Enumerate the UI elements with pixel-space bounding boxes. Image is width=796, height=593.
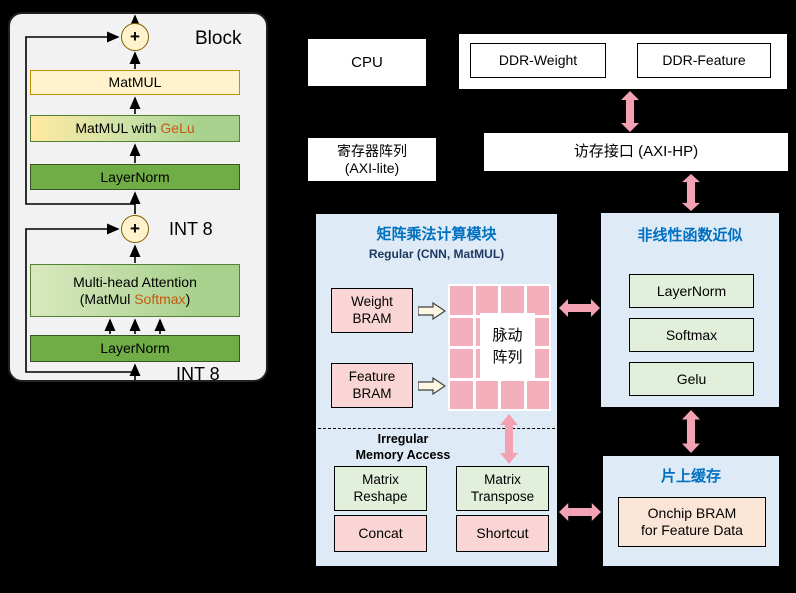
matrix-transpose-label-line1: Matrix xyxy=(484,472,521,488)
residual-add-mid: + xyxy=(121,215,149,243)
matmul-gelu-label: MatMUL with GeLu xyxy=(75,120,195,137)
feature-bram-arrow-icon xyxy=(417,376,447,400)
layernorm-lower-box: LayerNorm xyxy=(30,335,240,362)
gelu-unit-box: Gelu xyxy=(629,362,754,396)
feature-bram-label-line2: BRAM xyxy=(352,385,392,401)
irregular-label-line2: Memory Access xyxy=(355,447,451,462)
matmul-module: 矩阵乘法计算模块 Regular (CNN, MatMUL) Weight BR… xyxy=(315,213,558,567)
weight-bram-box: Weight BRAM xyxy=(331,288,413,333)
register-array-label-line2: (AXI-lite) xyxy=(344,159,400,176)
register-array-label-line1: 寄存器阵列 xyxy=(337,142,407,159)
weight-bram-label-line1: Weight xyxy=(351,294,393,310)
cpu-box: CPU xyxy=(307,38,427,87)
ddr-weight-box: DDR-Weight xyxy=(470,43,606,78)
feature-bram-label-line1: Feature xyxy=(348,369,396,385)
mha-label-line2: (MatMul Softmax) xyxy=(79,290,191,307)
matmul-box: MatMUL xyxy=(30,70,240,95)
matmul-gelu-box: MatMUL with GeLu xyxy=(30,115,240,142)
block-title: Block xyxy=(195,28,242,49)
softmax-unit-box: Softmax xyxy=(629,318,754,352)
int8-label-bottom: INT 8 xyxy=(176,364,220,384)
onchip-bram-label-line2: for Feature Data xyxy=(641,522,743,538)
onchip-bram-label-line1: Onchip BRAM xyxy=(647,505,737,522)
systolic-cell xyxy=(501,380,524,409)
systolic-cell xyxy=(450,349,473,378)
systolic-array-label: 脉动 阵列 xyxy=(480,313,535,381)
arrow-ddr-to-axi xyxy=(621,91,639,137)
matrix-reshape-box: Matrix Reshape xyxy=(334,466,427,511)
systolic-label-line2: 阵列 xyxy=(492,349,523,366)
feature-bram-box: Feature BRAM xyxy=(331,363,413,408)
arrow-module-to-cache xyxy=(559,503,601,526)
systolic-cell xyxy=(501,286,524,315)
irregular-label-line1: Irregular xyxy=(377,432,429,446)
nonlinear-module-title: 非线性函数近似 xyxy=(637,227,743,244)
matrix-transpose-box: Matrix Transpose xyxy=(456,466,549,511)
multi-head-attention-box: Multi-head Attention (MatMul Softmax) xyxy=(30,264,240,317)
systolic-cell xyxy=(526,286,549,315)
arrow-nonlinear-to-cache xyxy=(682,410,700,458)
systolic-cell xyxy=(450,317,473,346)
transformer-block-panel: + Block MatMUL MatMUL with GeLu LayerNor… xyxy=(8,12,268,384)
systolic-cell xyxy=(526,380,549,409)
mha-label-line1: Multi-head Attention xyxy=(73,273,197,290)
systolic-label-line1: 脉动 xyxy=(492,326,523,344)
layernorm-upper-box: LayerNorm xyxy=(30,164,240,190)
block-flow-arrows xyxy=(25,14,166,380)
layernorm-unit-box: LayerNorm xyxy=(629,274,754,308)
matmul-module-subtitle: Regular (CNN, MatMUL) xyxy=(368,247,505,261)
systolic-cell xyxy=(475,286,498,315)
systolic-cell xyxy=(475,380,498,409)
cache-module: 片上缓存 Onchip BRAM for Feature Data xyxy=(602,455,780,567)
concat-box: Concat xyxy=(334,515,427,552)
shortcut-box: Shortcut xyxy=(456,515,549,552)
matmul-module-title: 矩阵乘法计算模块 xyxy=(376,226,497,243)
ddr-feature-box: DDR-Feature xyxy=(637,43,771,78)
systolic-cell xyxy=(450,286,473,315)
matrix-reshape-label-line1: Matrix xyxy=(362,472,399,488)
arrow-systolic-to-irregular xyxy=(500,414,518,469)
arrow-module-to-nonlinear xyxy=(559,299,600,322)
matrix-reshape-label-line2: Reshape xyxy=(353,488,408,504)
matrix-transpose-label-line2: Transpose xyxy=(470,488,535,504)
register-array-box: 寄存器阵列 (AXI-lite) xyxy=(307,137,437,182)
irregular-section-divider xyxy=(318,428,555,429)
systolic-cell xyxy=(450,380,473,409)
weight-bram-arrow-icon xyxy=(417,301,447,325)
arrow-axi-to-nonlinear xyxy=(682,174,700,216)
nonlinear-module: 非线性函数近似 LayerNorm Softmax Gelu xyxy=(600,212,780,408)
weight-bram-label-line2: BRAM xyxy=(352,310,392,326)
onchip-bram-box: Onchip BRAM for Feature Data xyxy=(618,497,766,547)
irregular-memory-access-label: Irregular Memory Access xyxy=(338,432,468,463)
memory-interface-box: 访存接口 (AXI-HP) xyxy=(483,132,789,172)
int8-label-mid: INT 8 xyxy=(169,219,213,239)
cache-module-title: 片上缓存 xyxy=(660,468,721,485)
residual-add-top: + xyxy=(121,23,149,51)
